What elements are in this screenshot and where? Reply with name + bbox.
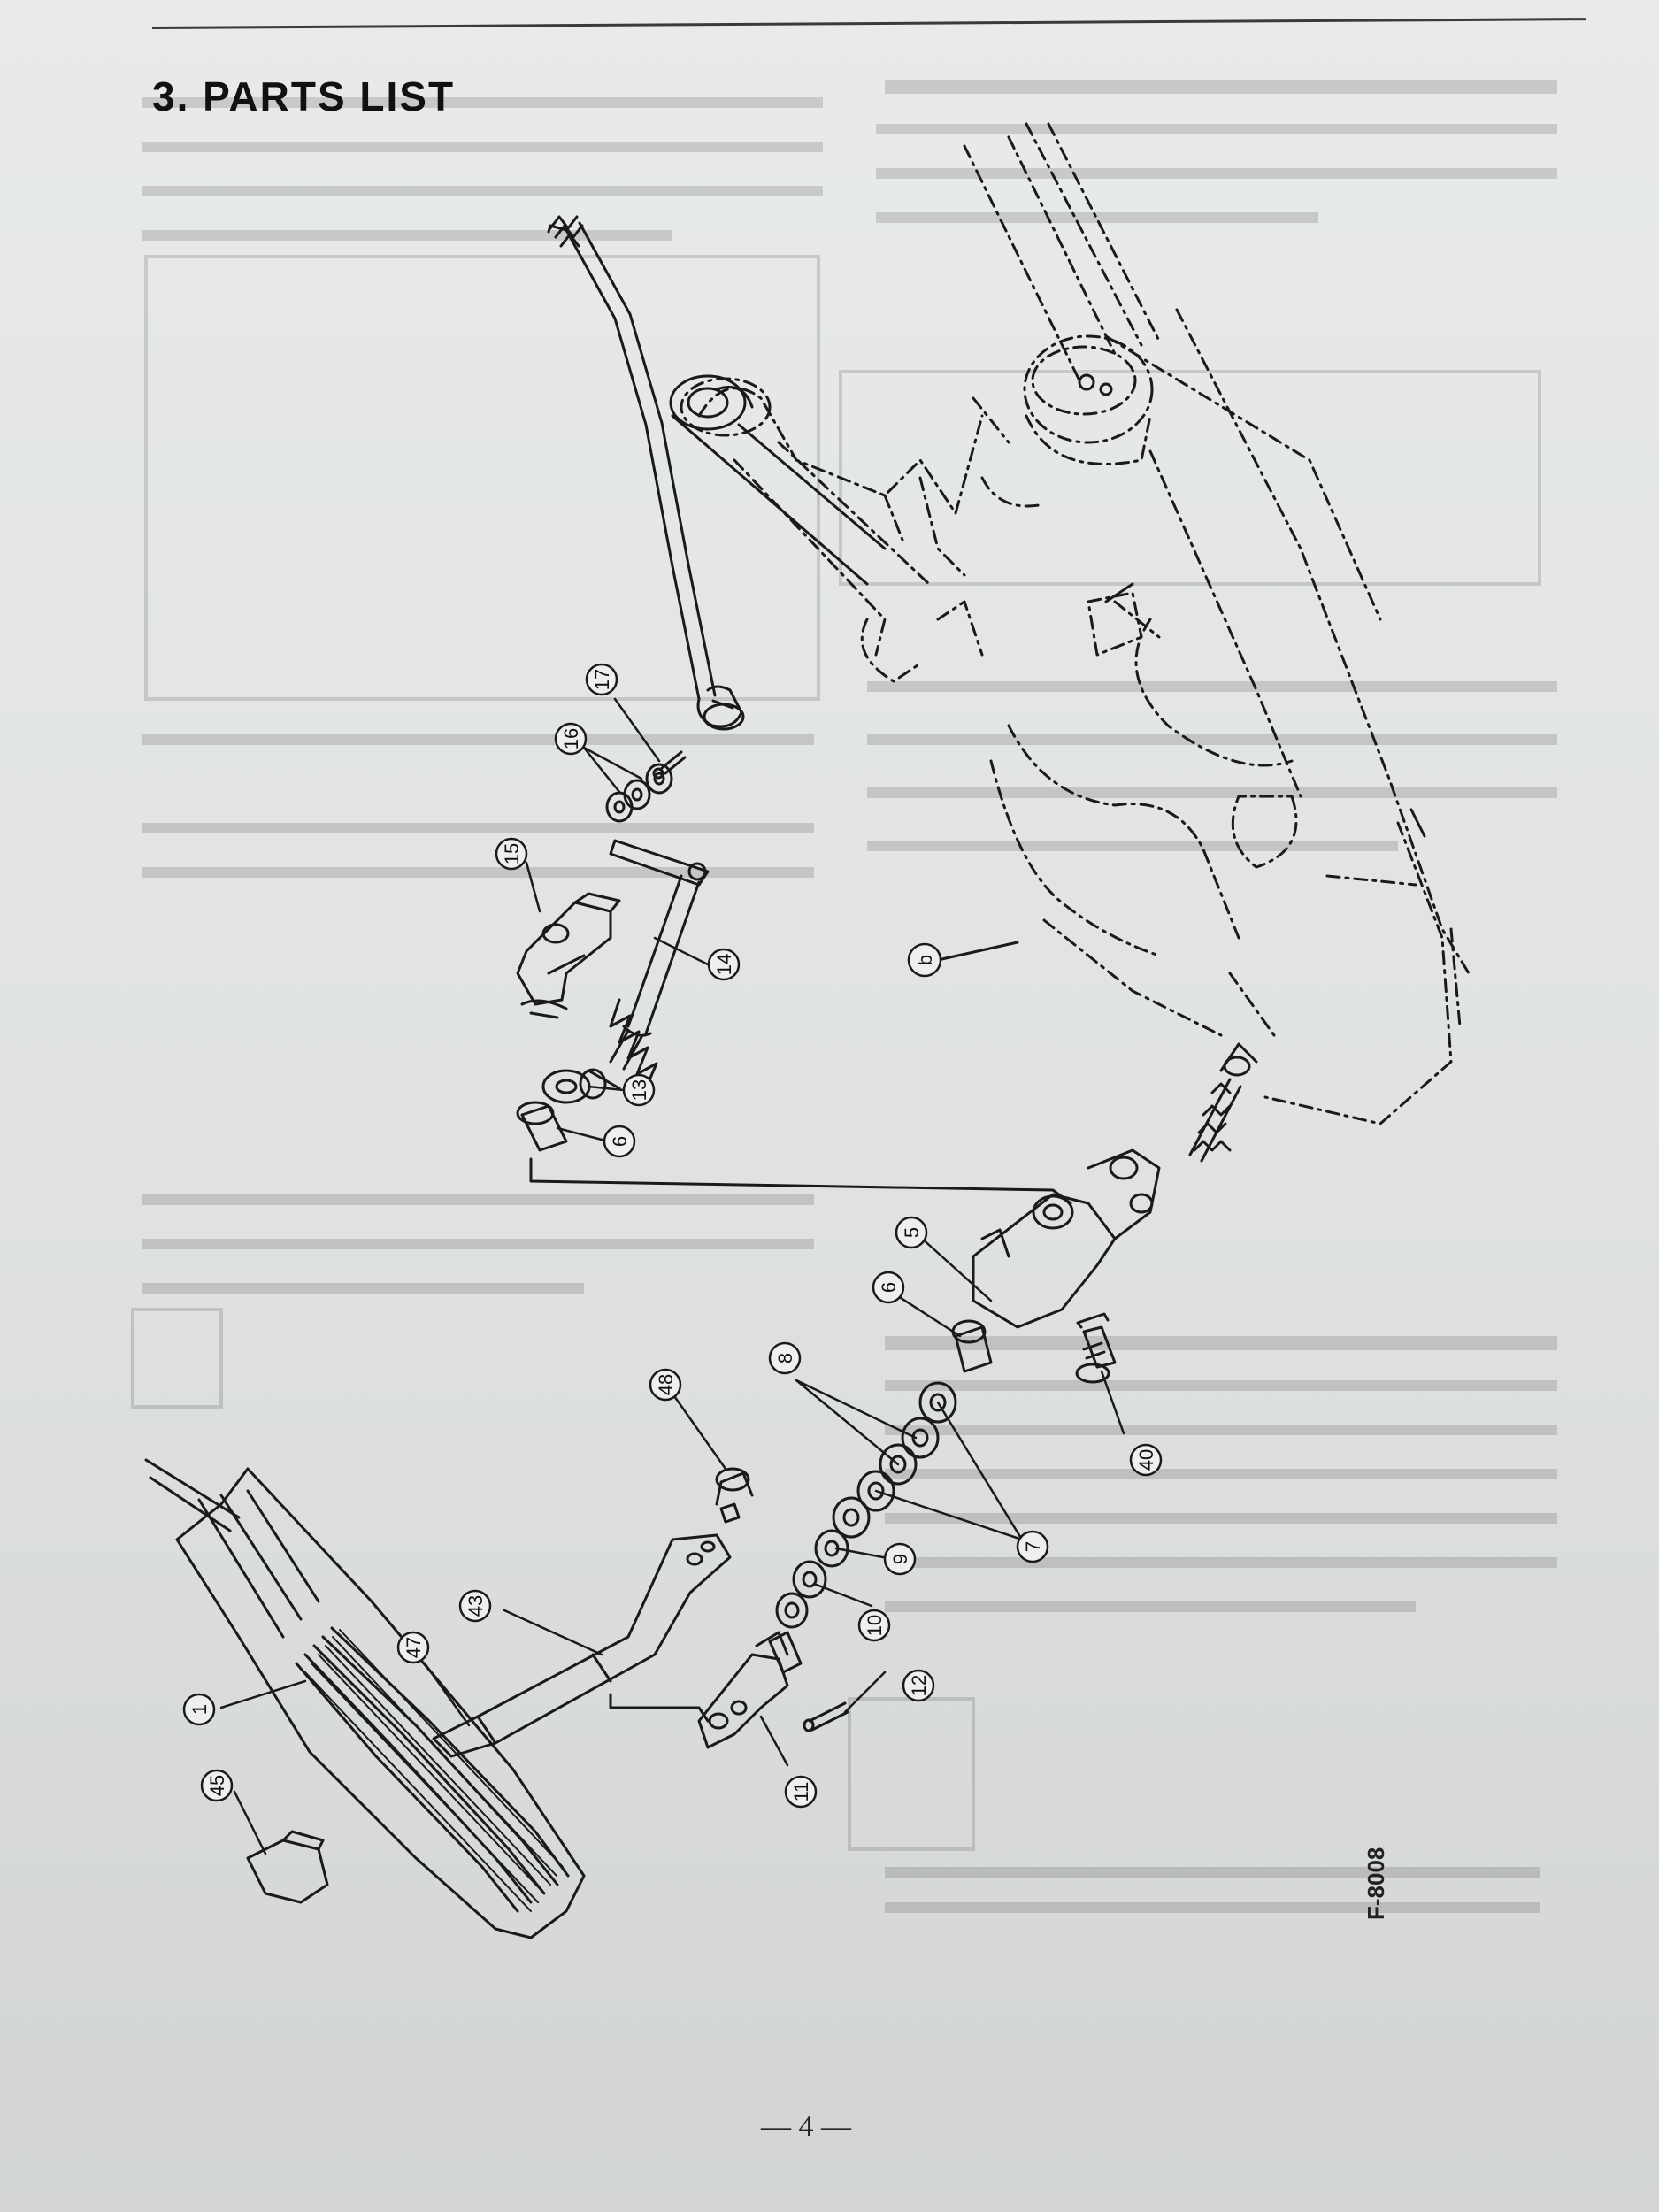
bolt-48: [715, 1467, 754, 1524]
callout-17: 17: [585, 663, 618, 696]
svg-text:11: 11: [790, 1782, 812, 1802]
callout-13: 13: [622, 1073, 656, 1107]
callout-11: 11: [784, 1775, 818, 1809]
callout-5: 5: [895, 1216, 928, 1249]
callout-10: 10: [857, 1609, 891, 1642]
bracket-15: [516, 892, 621, 1006]
callout-45: 45: [200, 1769, 234, 1802]
callout-b: b: [907, 942, 942, 978]
svg-text:8: 8: [774, 1353, 796, 1363]
lift-arm: [715, 373, 1134, 603]
svg-text:47: 47: [403, 1637, 425, 1658]
svg-text:6: 6: [878, 1282, 900, 1293]
pedal-pad-45: [246, 1830, 329, 1904]
cotter-pin: [520, 999, 568, 1019]
pin-12: [803, 1701, 849, 1732]
svg-text:12: 12: [908, 1675, 930, 1696]
bushing-6-lower: [951, 1319, 993, 1373]
callout-12: 12: [902, 1669, 935, 1702]
assembly-line: [529, 1157, 1072, 1205]
bushing-6-upper: [516, 1101, 568, 1152]
svg-text:7: 7: [1022, 1541, 1044, 1552]
svg-text:17: 17: [591, 669, 613, 690]
svg-text:1: 1: [188, 1704, 211, 1715]
callout-9: 9: [883, 1542, 917, 1576]
callout-47: 47: [396, 1631, 430, 1664]
callout-6-lower: 6: [872, 1271, 905, 1304]
pedal-arm-43: [432, 1533, 732, 1758]
shaft-14: [609, 839, 710, 1071]
lever-arm-with-eye: [669, 374, 887, 586]
svg-text:45: 45: [206, 1775, 228, 1796]
page-title: 3. PARTS LIST: [152, 73, 456, 119]
callout-8: 8: [768, 1341, 802, 1375]
pedal-tread: [304, 1629, 564, 1912]
washer-13: [541, 1069, 591, 1104]
callout-43: 43: [458, 1589, 492, 1623]
callout-14: 14: [707, 948, 741, 981]
page-number: — 4 —: [761, 2110, 851, 2143]
control-rod: [547, 215, 745, 731]
feedback-rod-end: [1188, 808, 1426, 1163]
callout-7: 7: [1016, 1530, 1049, 1563]
svg-text:10: 10: [864, 1615, 886, 1636]
assembly-line-lower: [609, 1693, 710, 1723]
svg-text:15: 15: [501, 843, 523, 864]
callout-1: 1: [182, 1693, 216, 1726]
svg-text:5: 5: [901, 1227, 923, 1238]
callout-16: 16: [554, 722, 588, 756]
callout-leaders: [219, 697, 1125, 1855]
svg-text:6: 6: [609, 1136, 631, 1147]
callout-40: 40: [1129, 1443, 1163, 1477]
callout-6-upper: 6: [603, 1125, 636, 1158]
svg-text:43: 43: [465, 1595, 487, 1617]
svg-text:b: b: [914, 955, 936, 965]
svg-text:9: 9: [889, 1554, 911, 1564]
lift-housing-phantom: [680, 122, 1471, 1125]
washers-16: [605, 763, 673, 823]
spring: [579, 998, 658, 1100]
bolt-40: [1075, 1312, 1117, 1384]
svg-text:14: 14: [713, 954, 735, 975]
bracket-11: [697, 1631, 789, 1749]
link-5: [972, 1148, 1161, 1329]
reference-b-leader: [936, 941, 1019, 962]
svg-text:13: 13: [628, 1079, 650, 1101]
washers-stack: [768, 1381, 957, 1674]
callouts: 17 16 15 14 13 6 5 6 8 7 9 10 12 11 40 4…: [182, 663, 1163, 1809]
svg-text:48: 48: [655, 1374, 677, 1395]
svg-text:16: 16: [560, 728, 582, 749]
svg-text:40: 40: [1135, 1449, 1157, 1471]
figure-code: F-8008: [1363, 1847, 1389, 1920]
callout-15: 15: [495, 837, 528, 871]
callout-48: 48: [649, 1368, 682, 1402]
